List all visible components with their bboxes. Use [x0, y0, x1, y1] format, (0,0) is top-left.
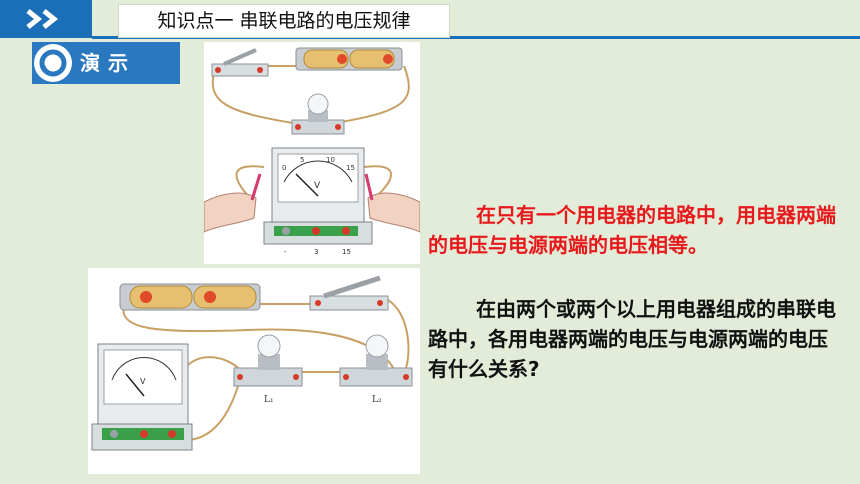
series-circuit-figure: L₁ L₂ V [88, 268, 420, 474]
magnifier-icon-circle [34, 44, 72, 82]
demo-badge: 演示 [32, 42, 180, 84]
meter-unit: V [140, 377, 146, 386]
scale-label-5: 5 [300, 156, 304, 164]
switch [211, 48, 269, 77]
voltmeter: V [91, 343, 193, 451]
terminal-label-minus: - [284, 248, 287, 256]
question-text: 在由两个或两个以上用电器组成的串联电路中，各用电器两端的电压与电源两端的电压有什… [428, 297, 836, 381]
bulb-l1-label: L₁ [264, 395, 274, 405]
switch [309, 275, 389, 311]
battery-pack [295, 47, 403, 71]
page-title: 知识点一 串联电路的电压规律 [157, 10, 411, 32]
voltmeter: 0 5 10 15 V - 3 15 [263, 147, 373, 256]
conclusion-paragraph: 在只有一个用电器的电路中，用电器两端的电压与电源两端的电压相等。 [428, 200, 844, 260]
header-rule [92, 36, 860, 39]
demo-label: 演示 [80, 51, 136, 75]
double-chevron-icon [26, 9, 59, 29]
bulb-l2-label: L₂ [372, 395, 382, 405]
terminal-label-15: 15 [342, 248, 351, 256]
header-accent-block [0, 0, 92, 38]
right-hand [367, 192, 421, 233]
title-box: 知识点一 串联电路的电压规律 [118, 4, 450, 38]
top-bar: 知识点一 串联电路的电压规律 [0, 0, 860, 40]
scale-label-10: 10 [326, 156, 335, 164]
single-bulb-circuit-drawing: 0 5 10 15 V - 3 15 [203, 47, 421, 256]
bulb-l2 [339, 334, 413, 387]
scale-label-0: 0 [282, 164, 286, 172]
meter-unit: V [314, 181, 321, 191]
terminal-label-3: 3 [314, 248, 318, 256]
left-hand [203, 192, 257, 233]
scale-label-15: 15 [346, 164, 355, 172]
series-circuit-drawing: L₁ L₂ V [91, 275, 413, 451]
conclusion-text: 在只有一个用电器的电路中，用电器两端的电压与电源两端的电压相等。 [428, 203, 836, 257]
magnifier-icon [39, 49, 67, 77]
single-bulb-circuit-figure: 0 5 10 15 V - 3 15 [203, 42, 421, 264]
question-paragraph: 在由两个或两个以上用电器组成的串联电路中，各用电器两端的电压与电源两端的电压有什… [428, 294, 844, 384]
battery-pack [119, 283, 261, 311]
bulb [291, 93, 345, 135]
bulb-l1 [233, 334, 303, 387]
